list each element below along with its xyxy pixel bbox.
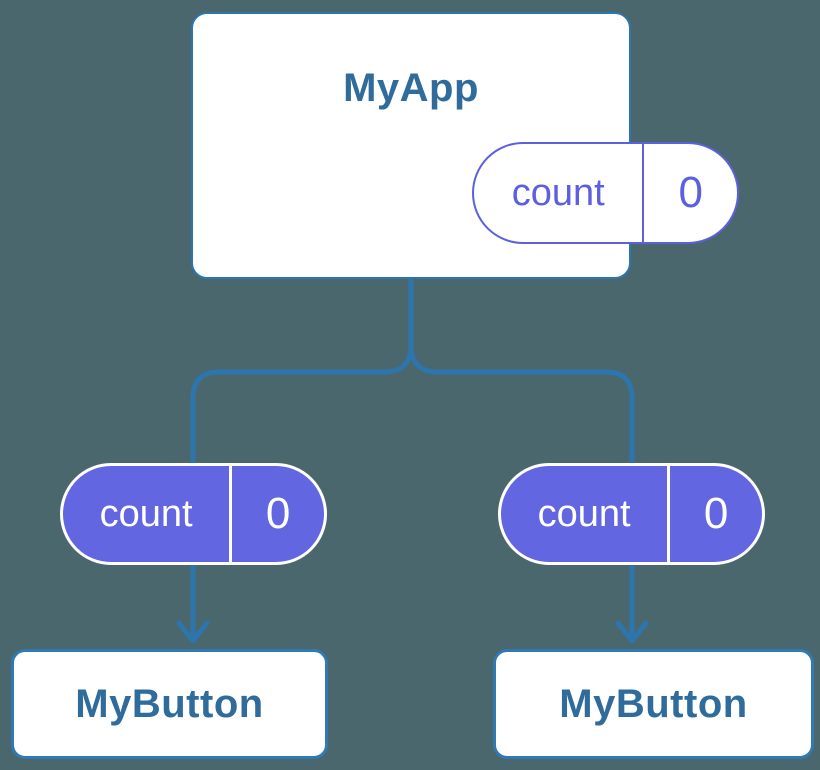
node-mybutton-left-title: MyButton: [75, 681, 264, 726]
state-value: 0: [703, 489, 729, 538]
node-myapp-card: MyApp count 0: [191, 12, 739, 279]
arrow-left-head-icon: [176, 620, 210, 644]
edge-root-to-right-state: [408, 274, 635, 471]
edge-root-to-left-state: [190, 274, 414, 471]
arrow-right-head-icon: [615, 620, 649, 644]
state-value: 0: [678, 168, 703, 217]
state-label: count: [474, 144, 645, 242]
node-mybutton-right-card: MyButton: [493, 649, 814, 759]
node-mybutton-right-title: MyButton: [559, 681, 748, 726]
state-label: count: [63, 466, 233, 562]
state-pill-myapp: count 0: [472, 142, 739, 244]
node-myapp-title: MyApp: [343, 66, 479, 110]
node-mybutton-left-card: MyButton: [11, 649, 328, 759]
state-pill-left-button: count 0: [60, 463, 327, 565]
state-label: count: [501, 466, 671, 562]
state-pill-right-button: count 0: [498, 463, 765, 565]
state-value: 0: [265, 489, 291, 538]
